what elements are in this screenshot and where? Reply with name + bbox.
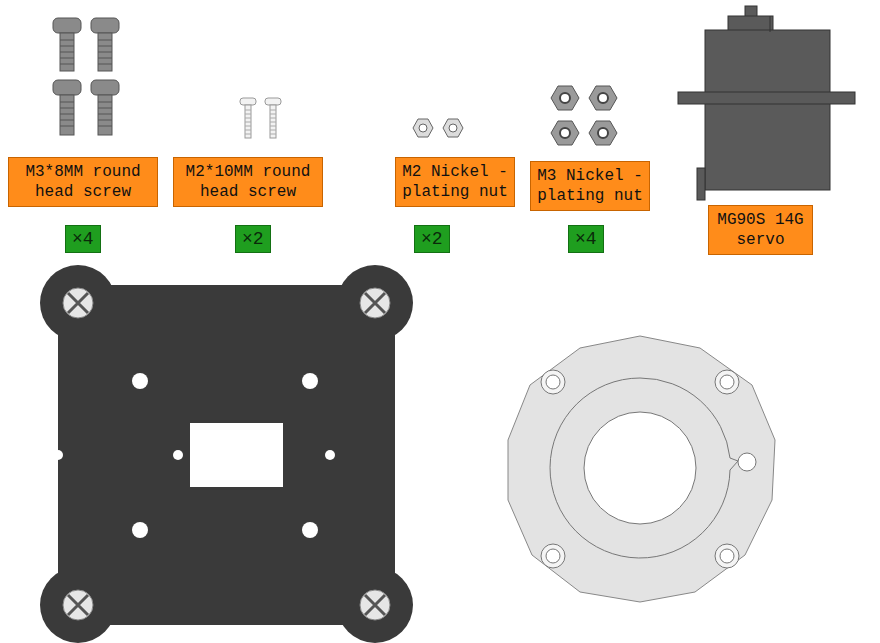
quantity-badge: ×4 <box>568 225 604 253</box>
part-label: M3*8MM round head screw <box>8 157 158 207</box>
part-name: M2 Nickel -plating nut <box>401 162 509 202</box>
part-label: M2*10MM round head screw <box>173 157 323 207</box>
part-label: M3 Nickel -plating nut <box>530 161 650 211</box>
part-name: M3*8MM round head screw <box>14 162 152 202</box>
quantity-text: ×2 <box>421 229 443 249</box>
part-label: MG90S 14G servo <box>708 205 813 255</box>
quantity-badge: ×4 <box>65 225 101 253</box>
part-name: M2*10MM round head screw <box>179 162 317 202</box>
quantity-text: ×4 <box>72 229 94 249</box>
part-name: MG90S 14G servo <box>714 210 807 250</box>
quantity-text: ×2 <box>242 229 264 249</box>
quantity-text: ×4 <box>575 229 597 249</box>
part-label: M2 Nickel -plating nut <box>395 157 515 207</box>
part-name: M3 Nickel -plating nut <box>536 166 644 206</box>
quantity-badge: ×2 <box>235 225 271 253</box>
quantity-badge: ×2 <box>414 225 450 253</box>
